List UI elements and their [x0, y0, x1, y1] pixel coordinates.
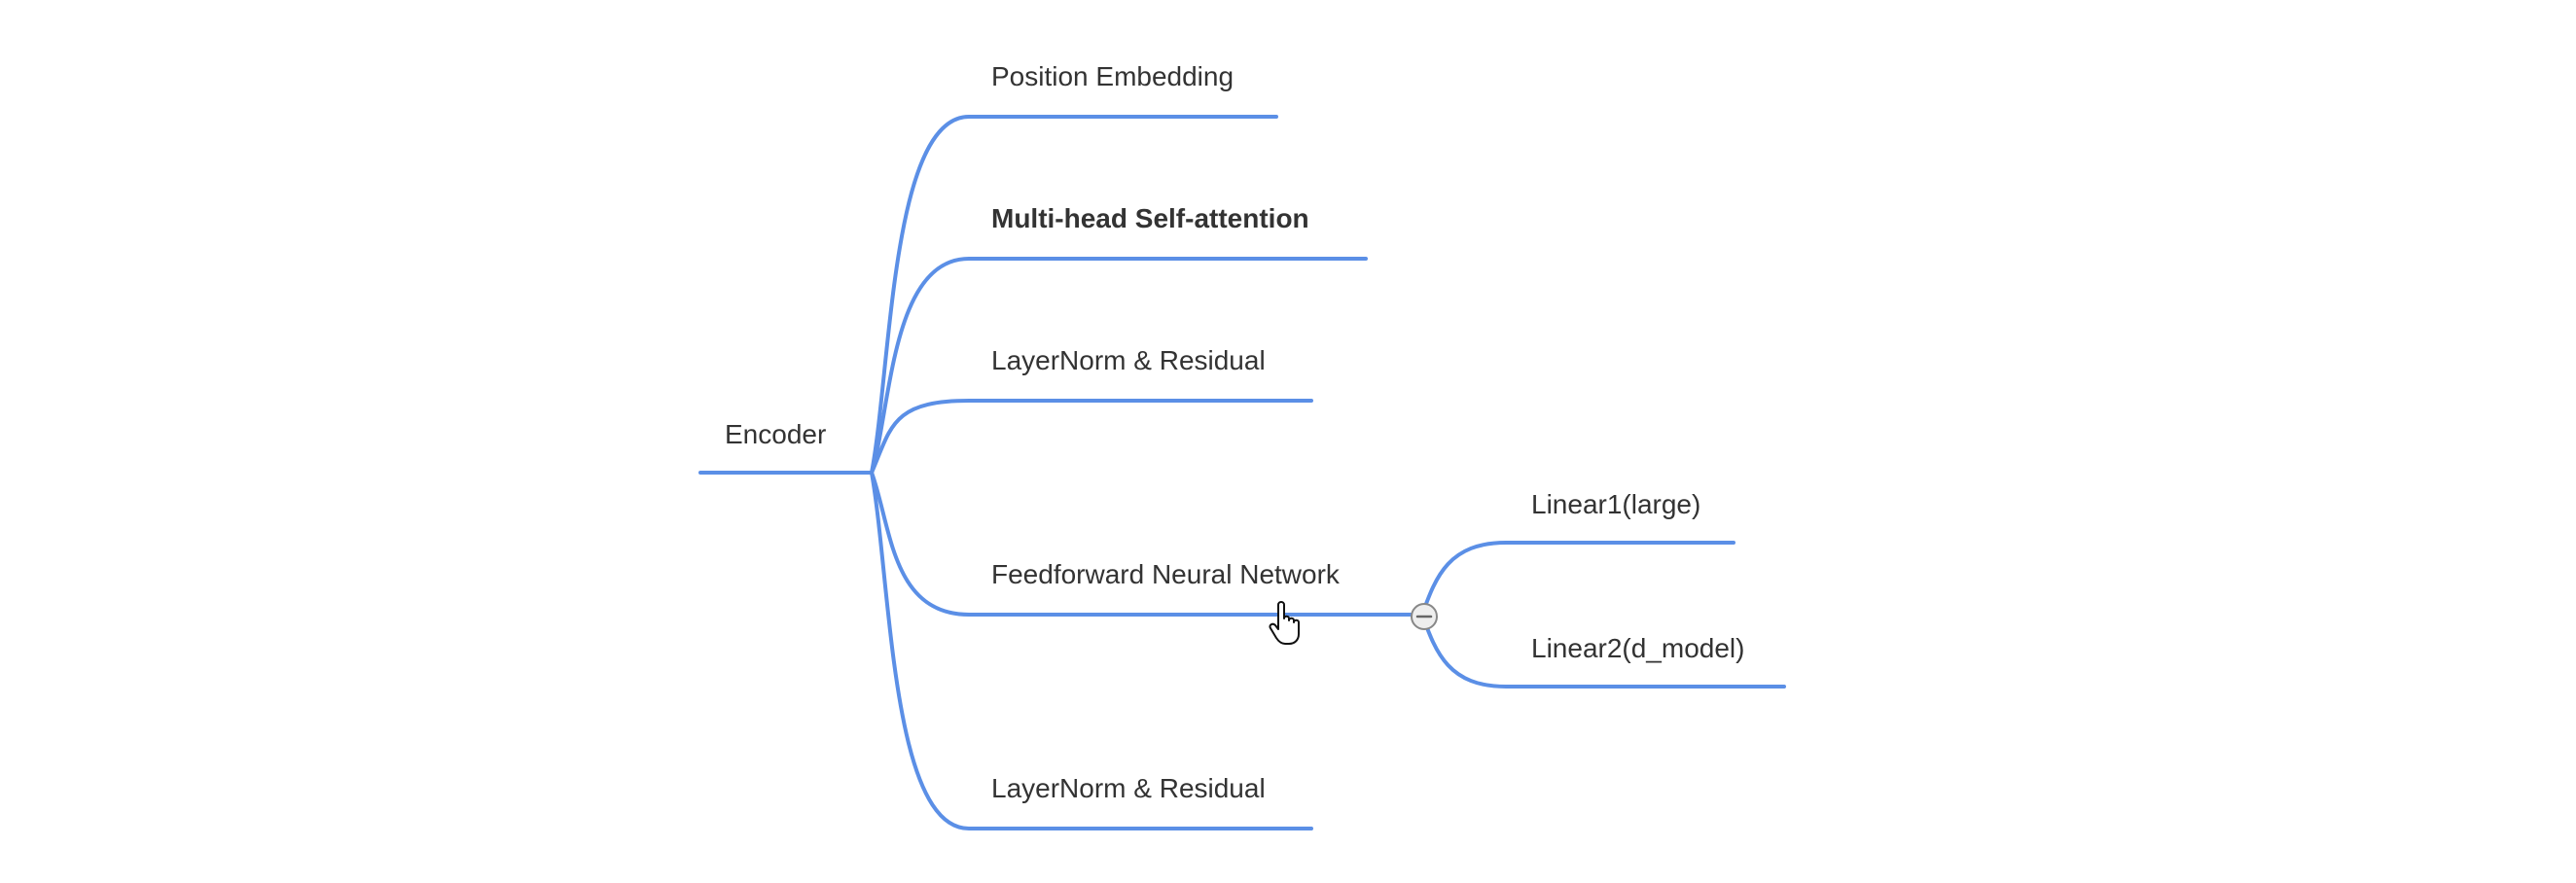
edge-layernorm-residual-1 — [870, 399, 1313, 475]
node-feedforward-network[interactable]: Feedforward Neural Network — [991, 559, 1341, 589]
minus-circle-icon[interactable] — [1411, 603, 1438, 630]
node-multi-head-self-attention[interactable]: Multi-head Self-attention — [991, 203, 1309, 233]
node-linear1[interactable]: Linear1(large) — [1531, 489, 1700, 519]
edge-multi-head-self-attention — [870, 257, 1368, 475]
node-linear2[interactable]: Linear2(d_model) — [1531, 633, 1744, 663]
edge-layernorm-residual-2 — [870, 471, 1313, 830]
node-encoder[interactable]: Encoder — [725, 419, 826, 449]
edges — [698, 115, 1786, 830]
edge-feedforward-network — [870, 471, 1424, 617]
edge-position-embedding — [870, 115, 1278, 475]
hand-pointer-icon — [1269, 601, 1300, 645]
node-layernorm-residual-1[interactable]: LayerNorm & Residual — [991, 345, 1266, 375]
edge-linear1 — [1420, 541, 1735, 617]
node-position-embedding[interactable]: Position Embedding — [991, 61, 1234, 91]
node-layernorm-residual-2[interactable]: LayerNorm & Residual — [991, 773, 1266, 803]
